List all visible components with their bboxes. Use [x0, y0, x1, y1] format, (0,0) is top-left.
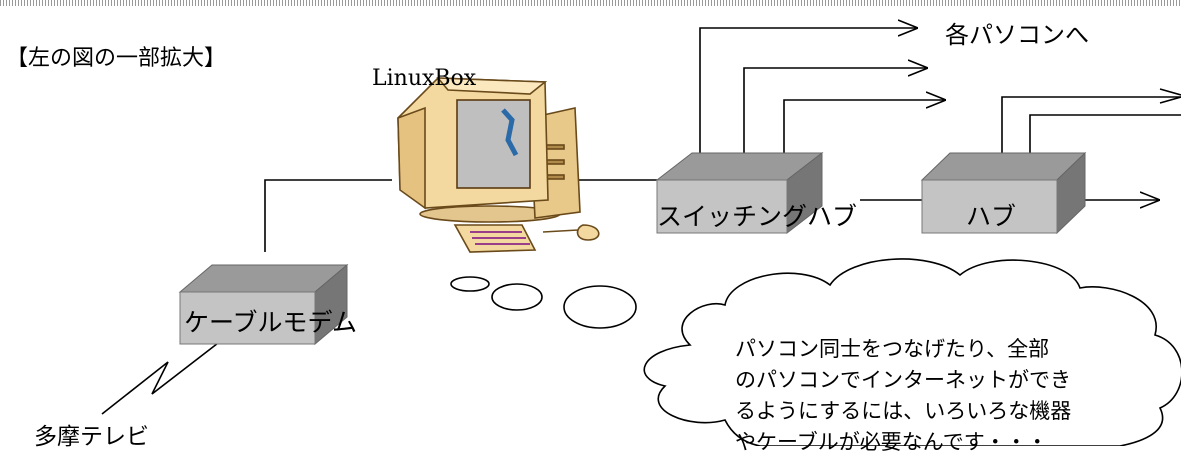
- speech-cloud: [643, 258, 1181, 446]
- wireless-zigzag: [101, 339, 223, 415]
- switching-hub-label: スイッチングハブ: [657, 202, 858, 231]
- hub-label: ハブ: [966, 202, 1017, 231]
- thought-bubble-small: [450, 276, 490, 292]
- hub-uplink-1: [1001, 96, 1181, 170]
- thought-bubbles: [450, 276, 637, 329]
- modem-to-linuxbox-line: [264, 179, 392, 252]
- top-dotted-border: [0, 0, 1181, 6]
- cable-modem-label: ケーブルモデム: [184, 308, 358, 337]
- arrowhead-partial-2: [1159, 96, 1181, 104]
- network-diagram: [101, 0, 1181, 446]
- thought-bubble-large: [563, 285, 637, 329]
- switch-uplink-1: [699, 28, 918, 170]
- arrowhead-partial: [1159, 88, 1181, 96]
- diagram-caption: 【左の図の一部拡大】: [6, 46, 227, 71]
- switching-hub-box: [655, 151, 824, 235]
- linuxbox-computer-icon: [397, 77, 600, 253]
- connection-lines: [101, 28, 1181, 415]
- switch-uplink-3: [783, 100, 946, 170]
- hub-box: [920, 151, 1087, 235]
- to-pcs-label: 各パソコンへ: [945, 21, 1089, 49]
- thought-bubble-medium: [491, 283, 543, 311]
- cable-modem-box: [178, 263, 349, 346]
- speech-cloud-text: パソコン同士をつなげたり、全部 のパソコンでインターネットができ るようにするに…: [735, 334, 1072, 458]
- speech-line: パソコン同士をつなげたり、全部: [735, 337, 1050, 361]
- speech-line: のパソコンでインターネットができ: [735, 368, 1071, 392]
- linuxbox-label: LinuxBox: [372, 66, 477, 91]
- speech-line: るようにするには、いろいろな機器: [735, 399, 1072, 423]
- switch-uplink-2: [743, 68, 928, 170]
- speech-line: やケーブルが必要なんです・・・: [735, 430, 1048, 454]
- hub-uplink-2: [1029, 114, 1181, 170]
